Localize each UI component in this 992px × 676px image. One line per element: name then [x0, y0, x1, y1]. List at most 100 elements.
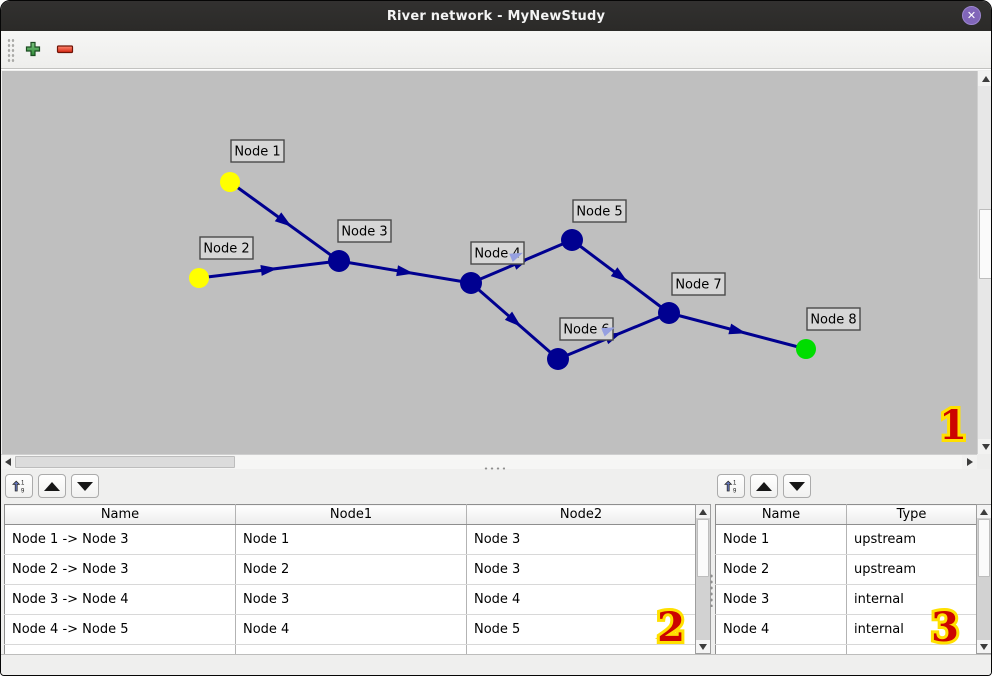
- node-label-n8[interactable]: Node 8: [806, 307, 861, 331]
- river-network-canvas[interactable]: Node 1 Node 2 Node 3 Node 4 Node 5 Node 6 Node…: [2, 71, 977, 454]
- node-label-text: Node 8: [810, 313, 856, 328]
- table-cell[interactable]: Node 4: [715, 614, 847, 645]
- table-cell[interactable]: Node 3: [235, 584, 467, 615]
- left-arrow-icon: [4, 458, 11, 466]
- table-cell[interactable]: Node 2: [235, 554, 467, 585]
- horizontal-scroll-thumb[interactable]: [15, 456, 235, 468]
- table-cell[interactable]: internal: [846, 584, 976, 615]
- scroll-right-button[interactable]: [962, 455, 977, 469]
- add-button[interactable]: [21, 37, 45, 61]
- links-move-down-button[interactable]: [71, 474, 99, 498]
- graph-node-n2[interactable]: [189, 268, 209, 288]
- table-cell[interactable]: [846, 644, 976, 654]
- nodes-move-up-button[interactable]: [750, 474, 778, 498]
- minus-icon: [56, 45, 74, 54]
- node-label-n4[interactable]: Node 4: [470, 241, 525, 265]
- table-cell[interactable]: Node 4: [235, 614, 467, 645]
- scroll-up-button[interactable]: [978, 71, 991, 86]
- scroll-down-button[interactable]: [978, 439, 991, 454]
- scroll-up-button[interactable]: [977, 505, 991, 518]
- table-cell[interactable]: internal: [846, 614, 976, 645]
- links-sort-button[interactable]: 1 9: [5, 474, 33, 498]
- table-cell[interactable]: Node 1: [715, 524, 847, 555]
- scroll-down-button[interactable]: [977, 640, 991, 653]
- table-cell[interactable]: [715, 644, 847, 654]
- vertical-splitter-handle[interactable]: [709, 573, 715, 607]
- table-cell[interactable]: upstream: [846, 524, 976, 555]
- graph-node-n3[interactable]: [328, 250, 350, 272]
- node-label-n5[interactable]: Node 5: [572, 199, 627, 223]
- canvas-horizontal-scrollbar[interactable]: [1, 454, 977, 469]
- links-move-up-button[interactable]: [38, 474, 66, 498]
- table-row-empty[interactable]: [4, 644, 695, 654]
- column-header[interactable]: Name: [715, 504, 847, 525]
- column-header[interactable]: Node2: [466, 504, 695, 525]
- table-cell[interactable]: Node 2 -> Node 3: [4, 554, 236, 585]
- nodes-table-scrollbar[interactable]: [976, 504, 991, 654]
- graph-node-n6[interactable]: [547, 348, 569, 370]
- close-button[interactable]: ✕: [962, 6, 981, 25]
- table-cell[interactable]: Node 3: [715, 584, 847, 615]
- graph-node-n7[interactable]: [658, 302, 680, 324]
- scroll-left-button[interactable]: [1, 455, 14, 469]
- nodes-move-down-button[interactable]: [783, 474, 811, 498]
- node-label-n2[interactable]: Node 2: [199, 236, 254, 260]
- scroll-down-button[interactable]: [696, 640, 710, 653]
- svg-text:9: 9: [21, 489, 25, 494]
- table-cell[interactable]: Node 5: [466, 614, 695, 645]
- table-scroll-thumb[interactable]: [978, 519, 990, 577]
- table-cell[interactable]: [466, 644, 695, 654]
- vertical-scroll-thumb[interactable]: [979, 209, 991, 279]
- node-label-n1[interactable]: Node 1: [230, 139, 285, 163]
- column-header[interactable]: Name: [4, 504, 236, 525]
- up-triangle-icon: [44, 481, 60, 491]
- nodes-sort-button[interactable]: 1 9: [717, 474, 745, 498]
- remove-button[interactable]: [53, 37, 77, 61]
- node-label-n7[interactable]: Node 7: [671, 272, 726, 296]
- table-row-empty[interactable]: [715, 644, 976, 654]
- table-scroll-thumb[interactable]: [697, 519, 709, 577]
- node-label-n3[interactable]: Node 3: [337, 219, 392, 243]
- graph-node-n8[interactable]: [796, 339, 816, 359]
- table-cell[interactable]: Node 1: [235, 524, 467, 555]
- node-label-text: Node 6: [563, 323, 609, 338]
- scroll-up-button[interactable]: [696, 505, 710, 518]
- table-cell[interactable]: Node 4: [466, 584, 695, 615]
- canvas-vertical-scrollbar[interactable]: [977, 71, 991, 454]
- flow-arrow-icon: [260, 265, 278, 276]
- title-bar: River network - MyNewStudy ✕: [1, 1, 991, 31]
- toolbar-grip-handle[interactable]: [7, 38, 15, 63]
- column-header[interactable]: Node1: [235, 504, 467, 525]
- table-cell[interactable]: Node 3: [466, 524, 695, 555]
- down-arrow-icon: [980, 643, 988, 650]
- column-header[interactable]: Type: [846, 504, 976, 525]
- table-cell[interactable]: [4, 644, 236, 654]
- node-label-n6[interactable]: Node 6: [559, 317, 614, 341]
- flow-arrow-icon: [274, 212, 292, 227]
- table-cell[interactable]: upstream: [846, 554, 976, 585]
- graph-node-n5[interactable]: [561, 229, 583, 251]
- graph-node-n4[interactable]: [460, 272, 482, 294]
- table-cell[interactable]: Node 3: [466, 554, 695, 585]
- graph-node-n1[interactable]: [220, 172, 240, 192]
- node-label-text: Node 2: [203, 242, 249, 257]
- table-cell[interactable]: Node 4 -> Node 5: [4, 614, 236, 645]
- table-cell[interactable]: Node 1 -> Node 3: [4, 524, 236, 555]
- horizontal-splitter-handle[interactable]: [483, 466, 505, 471]
- table-cell[interactable]: [235, 644, 467, 654]
- table-cell[interactable]: Node 2: [715, 554, 847, 585]
- up-arrow-icon: [981, 75, 990, 82]
- table-cell[interactable]: Node 3 -> Node 4: [4, 584, 236, 615]
